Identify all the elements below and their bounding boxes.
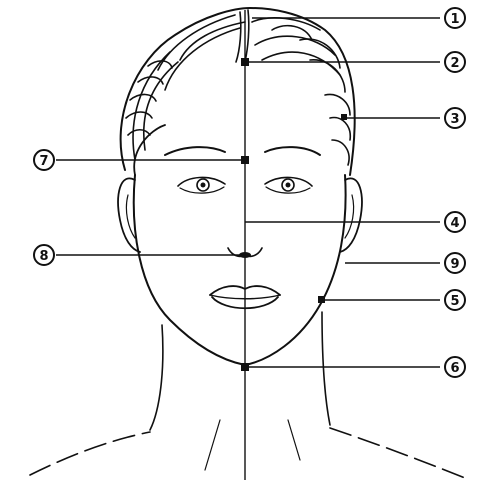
landmark-point-7 bbox=[241, 156, 249, 164]
marker-6: 6 bbox=[445, 357, 465, 377]
marker-4-label: 4 bbox=[450, 216, 459, 231]
guide-lines bbox=[56, 10, 440, 480]
marker-9-label: 9 bbox=[450, 257, 459, 272]
marker-8-label: 8 bbox=[39, 249, 48, 264]
hair bbox=[121, 8, 355, 175]
marker-1-label: 1 bbox=[450, 12, 459, 27]
marker-8: 8 bbox=[34, 245, 54, 265]
landmark-point-2 bbox=[241, 58, 249, 66]
marker-3: 3 bbox=[445, 108, 465, 128]
marker-6-label: 6 bbox=[450, 361, 459, 376]
marker-2-label: 2 bbox=[450, 56, 459, 71]
marker-5-label: 5 bbox=[450, 294, 459, 309]
marker-5: 5 bbox=[445, 290, 465, 310]
marker-9: 9 bbox=[445, 253, 465, 273]
landmark-points bbox=[241, 58, 347, 371]
eyebrows bbox=[165, 147, 320, 155]
marker-1: 1 bbox=[445, 8, 465, 28]
ears bbox=[118, 178, 362, 252]
marker-2: 2 bbox=[445, 52, 465, 72]
landmark-point-6 bbox=[241, 363, 249, 371]
face-outline bbox=[134, 125, 346, 365]
landmark-point-5 bbox=[318, 296, 325, 303]
neck-shoulders bbox=[30, 312, 465, 478]
marker-7-label: 7 bbox=[39, 154, 48, 169]
marker-4: 4 bbox=[445, 212, 465, 232]
marker-3-label: 3 bbox=[450, 112, 459, 127]
marker-7: 7 bbox=[34, 150, 54, 170]
landmark-point-3 bbox=[341, 114, 347, 120]
